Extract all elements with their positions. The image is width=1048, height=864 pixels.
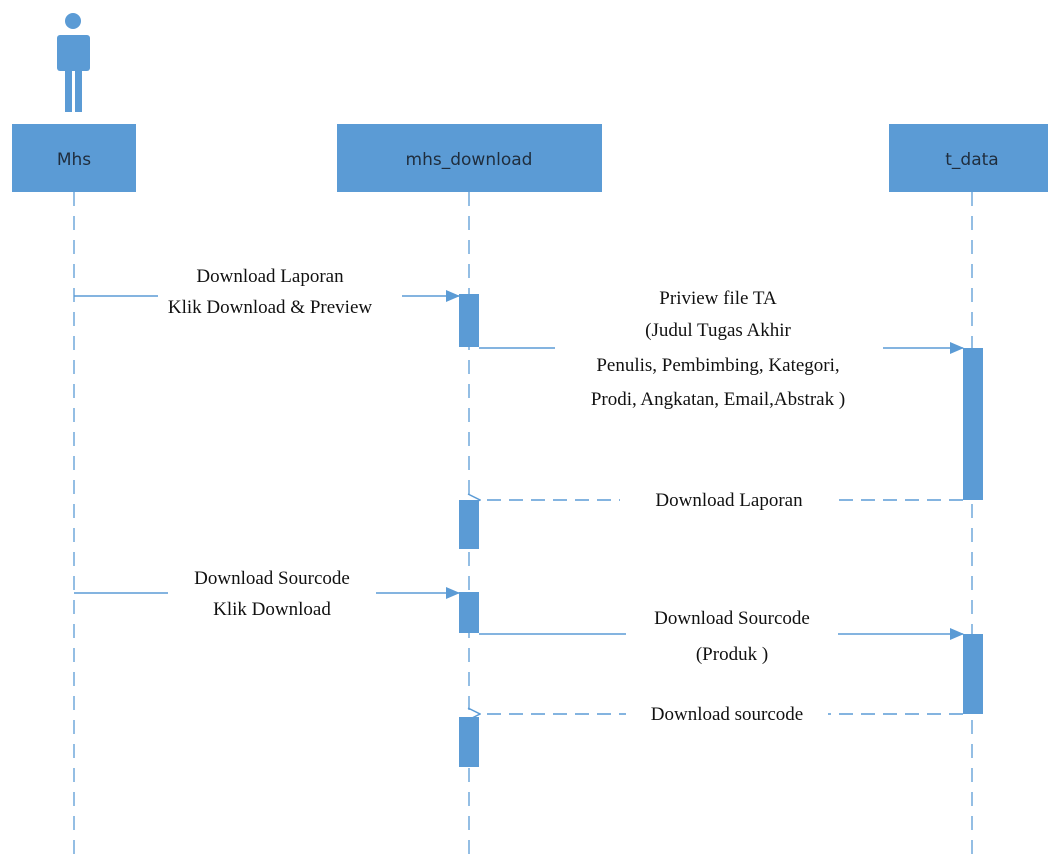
message-5: Download Sourcode (Produk ): [479, 604, 964, 672]
message-1: Download Laporan Klik Download & Preview: [74, 262, 460, 322]
message-5-line-1: Download Sourcode: [654, 608, 810, 629]
message-2-line-3: Penulis, Pembimbing, Kategori,: [596, 355, 839, 376]
message-2-line-2: (Judul Tugas Akhir: [645, 320, 791, 341]
message-3-line-1: Download Laporan: [655, 490, 803, 511]
message-2-line-4: Prodi, Angkatan, Email,Abstrak ): [591, 389, 845, 410]
lifeline-label-mhs: Mhs: [57, 150, 91, 170]
message-4-line-2: Klik Download: [213, 599, 331, 620]
activation-box: [459, 500, 479, 549]
lifeline-header-mhs-download: mhs_download: [337, 124, 602, 192]
activation-box: [963, 634, 983, 714]
lifeline-label-t-data: t_data: [945, 150, 998, 170]
message-3: Download Laporan: [480, 488, 963, 512]
lifeline-header-t-data: t_data: [889, 124, 1048, 192]
message-6: Download sourcode: [480, 702, 963, 726]
stick-person-icon: [57, 13, 90, 112]
message-2-line-1: Priview file TA: [659, 288, 777, 309]
activation-box: [459, 592, 479, 633]
message-2: Priview file TA (Judul Tugas Akhir Penul…: [479, 284, 964, 416]
activation-box: [459, 717, 479, 767]
message-4-line-1: Download Sourcode: [194, 568, 350, 589]
message-1-line-1: Download Laporan: [196, 266, 344, 287]
message-5-line-2: (Produk ): [696, 644, 768, 665]
message-1-line-2: Klik Download & Preview: [168, 297, 373, 318]
lifeline-label-mhs-download: mhs_download: [406, 150, 533, 170]
activation-box: [459, 294, 479, 347]
message-4: Download Sourcode Klik Download: [74, 564, 460, 624]
message-6-line-1: Download sourcode: [651, 704, 804, 725]
lifeline-header-mhs: Mhs: [12, 124, 136, 192]
activation-box: [963, 348, 983, 500]
